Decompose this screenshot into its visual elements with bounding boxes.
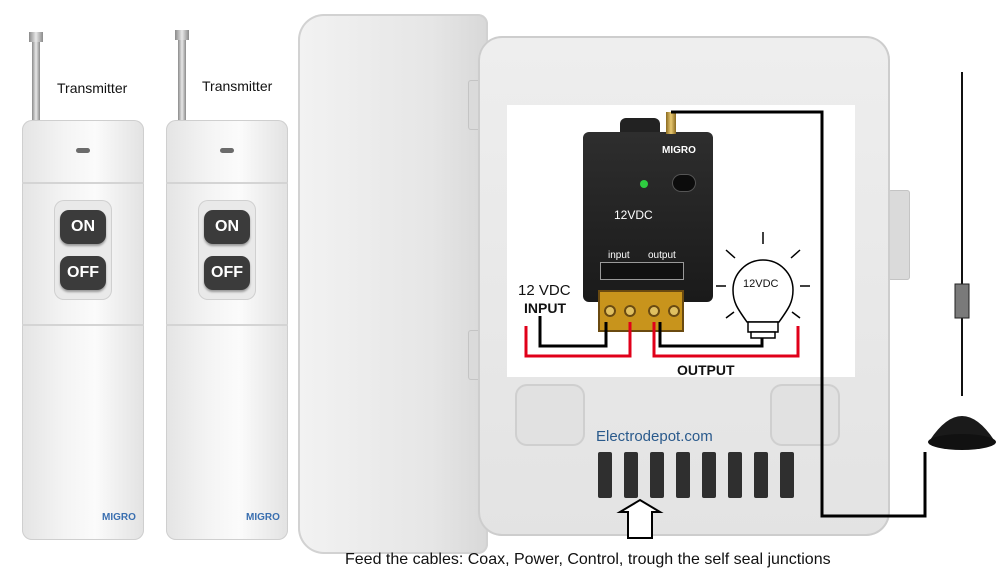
output-label: OUTPUT <box>677 362 735 378</box>
seal-junction <box>624 452 638 498</box>
learn-button[interactable] <box>672 174 696 192</box>
seal-junction <box>754 452 768 498</box>
knockout <box>770 384 840 446</box>
port-output-label: output <box>648 250 676 261</box>
output-wire-red <box>652 322 800 358</box>
antenna-icon <box>175 30 189 40</box>
relay-voltage-label: 12VDC <box>614 208 653 222</box>
antenna-icon <box>32 34 40 126</box>
antenna-icon <box>178 32 186 126</box>
input-voltage-label: 12 VDC <box>518 282 571 299</box>
antenna-icon <box>29 32 43 42</box>
led-indicator <box>220 148 234 153</box>
brand-logo: MIGRO <box>102 512 136 523</box>
remote-transmitter-1: ON OFF MIGRO <box>22 120 144 540</box>
status-led <box>640 180 648 188</box>
input-label: INPUT <box>524 300 566 316</box>
input-wire-black <box>538 316 608 348</box>
terminal-screw <box>668 305 680 317</box>
seal-junction <box>728 452 742 498</box>
terminal-screw <box>604 305 616 317</box>
coax-connector <box>666 112 676 134</box>
output-wire-black <box>658 322 764 348</box>
magnetic-antenna-icon <box>928 72 996 450</box>
bulb-voltage-label: 12VDC <box>743 278 779 290</box>
off-button[interactable]: OFF <box>204 256 250 290</box>
input-wire-red <box>524 322 632 358</box>
led-indicator <box>76 148 90 153</box>
enclosure-lid <box>298 14 488 554</box>
knockout <box>515 384 585 446</box>
transmitter-label: Transmitter <box>202 78 273 94</box>
seal-junction <box>780 452 794 498</box>
on-button[interactable]: ON <box>60 210 106 244</box>
port-input-label: input <box>608 250 630 261</box>
button-pad: ON OFF <box>54 200 112 300</box>
seal-junction <box>676 452 690 498</box>
terminal-screw <box>648 305 660 317</box>
seal-junction <box>702 452 716 498</box>
caption: Feed the cables: Coax, Power, Control, t… <box>345 551 831 568</box>
off-button[interactable]: OFF <box>60 256 106 290</box>
coax-cable <box>671 110 927 518</box>
transmitter-label: Transmitter <box>57 80 128 96</box>
relay-brand: MIGRO <box>662 145 696 156</box>
remote-transmitter-2: ON OFF MIGRO <box>166 120 288 540</box>
on-button[interactable]: ON <box>204 210 250 244</box>
port-legend <box>600 262 684 280</box>
watermark: Electrodepot.com <box>596 428 713 445</box>
brand-logo: MIGRO <box>246 512 280 523</box>
arrow-up-icon <box>616 498 664 539</box>
light-bulb-icon <box>716 232 810 339</box>
seal-junction <box>598 452 612 498</box>
seal-junction <box>650 452 664 498</box>
terminal-screw <box>624 305 636 317</box>
button-pad: ON OFF <box>198 200 256 300</box>
